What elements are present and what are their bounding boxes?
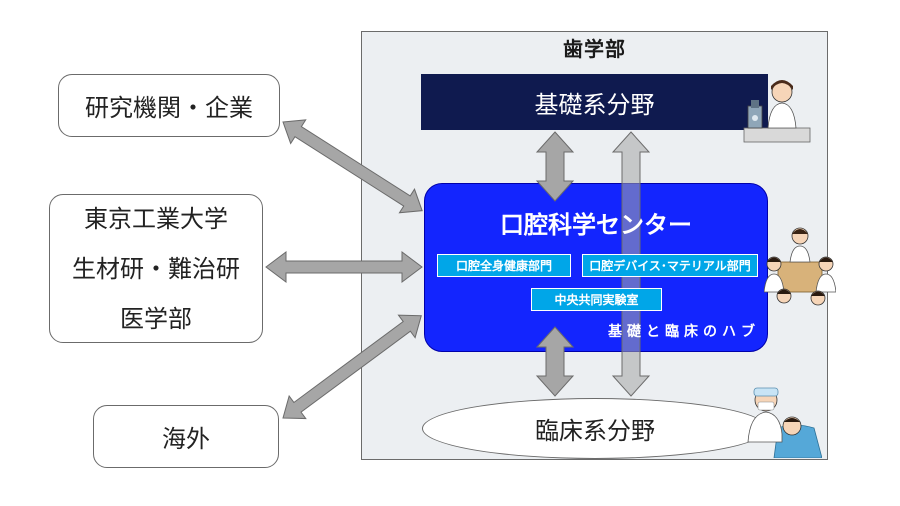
arrow-center-clinical [535, 326, 575, 397]
meeting-illustration-icon [764, 227, 836, 306]
overseas-label: 海外 [162, 425, 210, 453]
arrow-basic-center [535, 131, 575, 202]
arrow-overseas-center [282, 314, 422, 420]
sub-box-label-1: 口腔全身健康部門 [455, 259, 552, 273]
basic-sciences-box: 基礎系分野 [421, 74, 768, 130]
faculty-title: 歯学部 [563, 37, 626, 61]
basic-sciences-label: 基礎系分野 [534, 90, 655, 119]
researcher-illustration-icon [743, 80, 811, 143]
arrow-research-center [282, 119, 423, 214]
research-institutions-box: 研究機関・企業 [58, 74, 280, 137]
hub-label: 基礎と臨床のハブ [608, 324, 760, 340]
sub-box-label-3: 中央共同実験室 [554, 293, 639, 307]
universities-box: 東京工業大学 生材研・難治研 医学部 [49, 194, 263, 343]
overseas-box: 海外 [93, 405, 279, 468]
university-line-1: 東京工業大学 [84, 204, 228, 233]
university-line-2: 生材研・難治研 [72, 254, 240, 283]
sub-box-oral-devices-materials: 口腔デバイス･マテリアル部門 [582, 254, 758, 277]
sub-box-oral-systemic-health: 口腔全身健康部門 [437, 254, 571, 277]
research-institutions-label: 研究機関・企業 [85, 94, 253, 122]
arrow-universities-center [265, 251, 423, 283]
center-title: 口腔科学センター [500, 211, 692, 239]
clinical-sciences-ellipse: 臨床系分野 [422, 398, 768, 459]
sub-box-label-2: 口腔デバイス･マテリアル部門 [589, 259, 751, 273]
university-line-3: 医学部 [120, 304, 192, 333]
dentist-illustration-icon [747, 387, 822, 458]
sub-box-central-lab: 中央共同実験室 [531, 288, 662, 311]
clinical-sciences-label: 臨床系分野 [535, 417, 655, 445]
